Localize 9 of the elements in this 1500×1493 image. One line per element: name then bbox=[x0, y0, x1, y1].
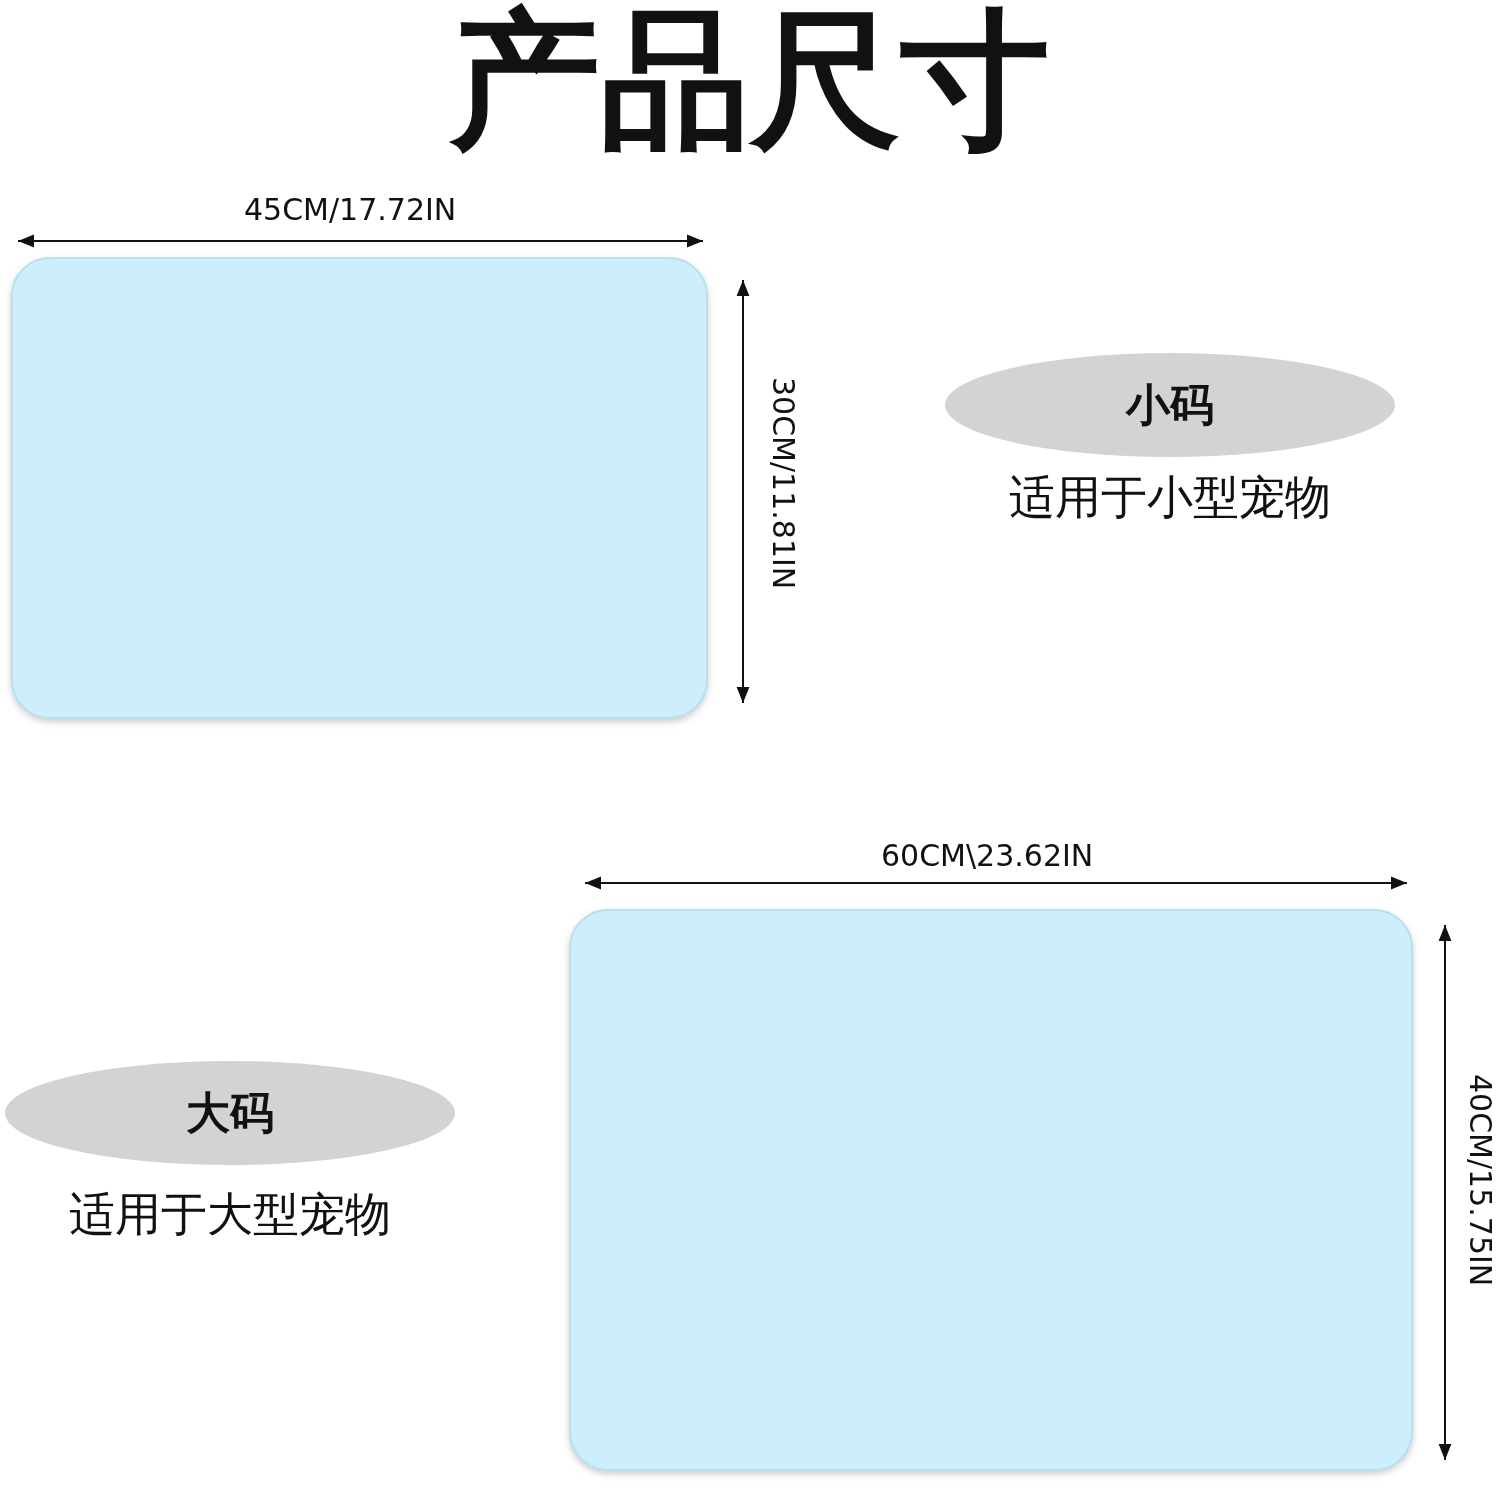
dimension-label: 30CM/11.81IN bbox=[765, 377, 801, 590]
size-label: 小码 bbox=[945, 353, 1395, 457]
title: 产品尺寸 bbox=[448, 0, 1051, 165]
size-label: 大码 bbox=[5, 1061, 455, 1165]
caption-text: 适用于大型宠物 bbox=[69, 1186, 391, 1243]
dimension-label: 60CM\23.62IN bbox=[881, 838, 1094, 874]
dimension-label: 45CM/17.72IN bbox=[244, 192, 457, 228]
caption-text: 适用于小型宠物 bbox=[1009, 469, 1331, 526]
dimension-label: 40CM/15.75IN bbox=[1462, 1074, 1498, 1287]
